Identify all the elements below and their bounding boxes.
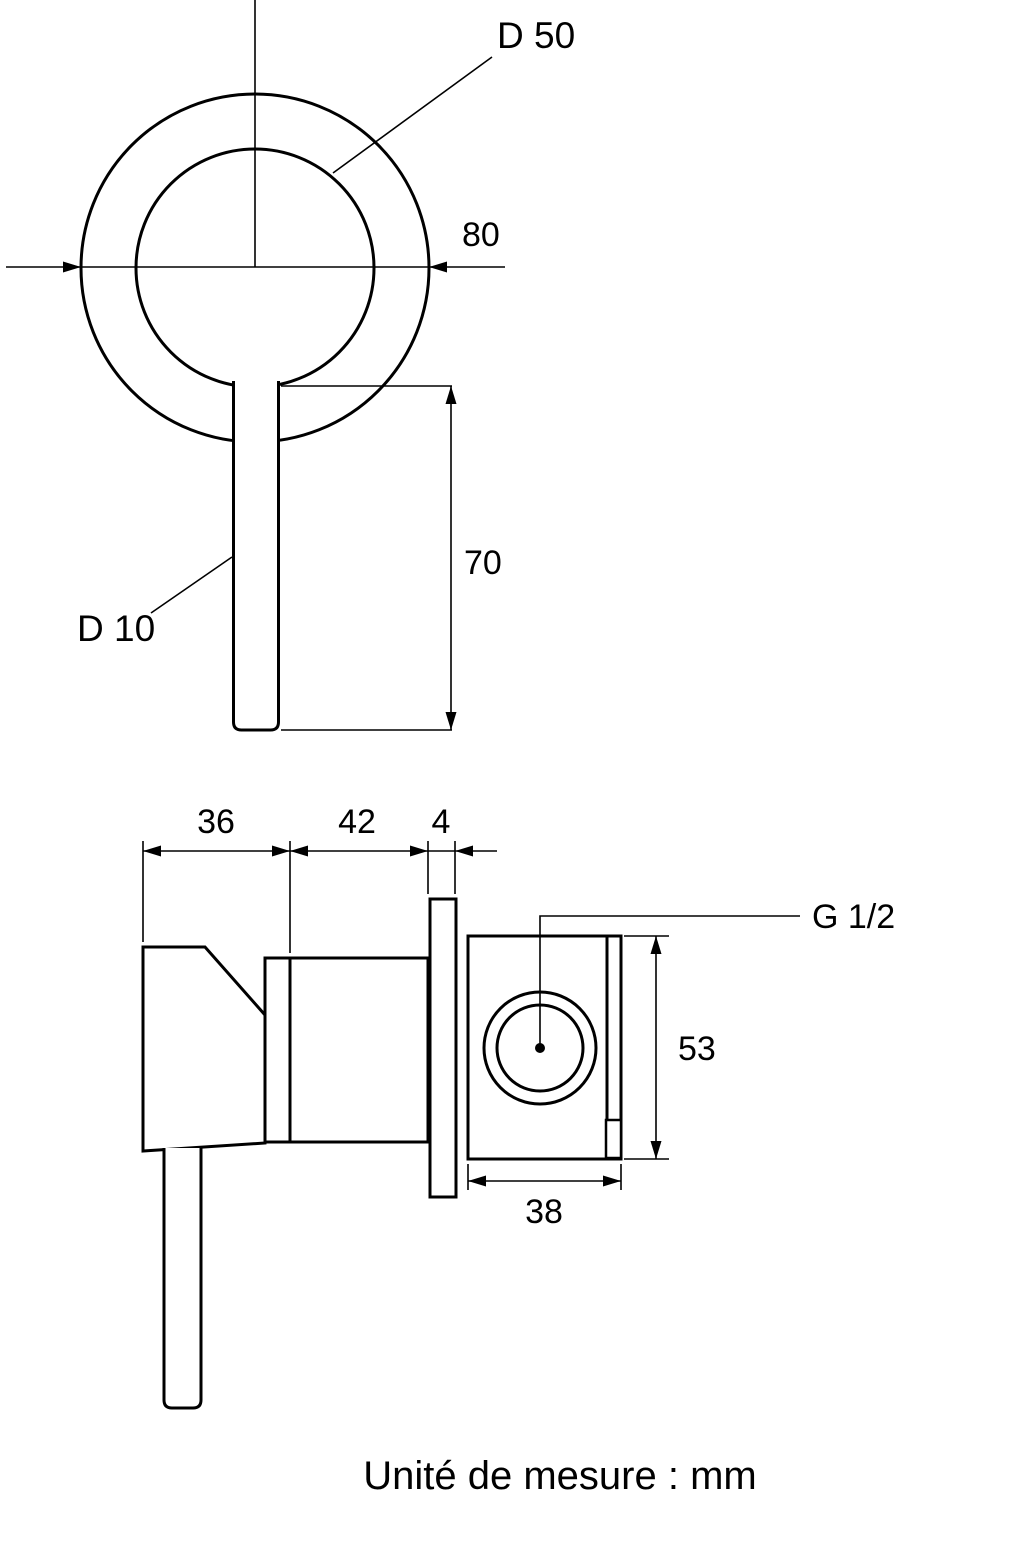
handle-block-side <box>141 945 267 1153</box>
d50-leader-line <box>332 56 493 174</box>
dim-36-arrow-left <box>143 845 161 857</box>
dim-42-arrow-right <box>410 845 428 857</box>
handle-lever-front <box>232 381 280 732</box>
dim-36-arrow-right <box>272 845 290 857</box>
dim-80-label: 80 <box>462 216 500 254</box>
valve-detail-block <box>604 1118 623 1160</box>
wall-plate <box>428 897 458 1199</box>
dim-4-label: 4 <box>432 803 451 841</box>
g12-leader-line <box>539 915 800 1048</box>
cartridge-body <box>263 956 430 1144</box>
d50-label: D 50 <box>497 15 575 56</box>
dim-38-label: 38 <box>525 1193 563 1231</box>
dim-70-arrow-top <box>445 386 457 404</box>
handle-lever-side <box>162 1148 203 1410</box>
dim-53-arrow-bottom <box>650 1141 662 1159</box>
dim-42-label: 42 <box>338 803 376 841</box>
unit-note: Unité de mesure : mm <box>363 1454 756 1498</box>
dim-38-arrow-left <box>468 1175 486 1187</box>
d10-label: D 10 <box>77 608 155 649</box>
d10-leader-line <box>150 556 233 614</box>
dim-80-arrow-left <box>63 261 81 273</box>
dim-80-arrow-right <box>429 261 447 273</box>
dim-38-arrow-right <box>603 1175 621 1187</box>
front-view: 80 D 50 70 D 10 <box>6 0 575 732</box>
dim-70-label: 70 <box>464 544 502 582</box>
dim-53-arrow-top <box>650 936 662 954</box>
dim-42-arrow-left <box>290 845 308 857</box>
dim-53-label: 53 <box>678 1030 716 1068</box>
dim-70-arrow-bottom <box>445 712 457 730</box>
g12-label: G 1/2 <box>812 898 895 936</box>
side-view: 36 42 4 G 1/2 53 <box>141 803 895 1410</box>
dim-4-arrow-right <box>455 845 473 857</box>
dim-36-label: 36 <box>197 803 235 841</box>
